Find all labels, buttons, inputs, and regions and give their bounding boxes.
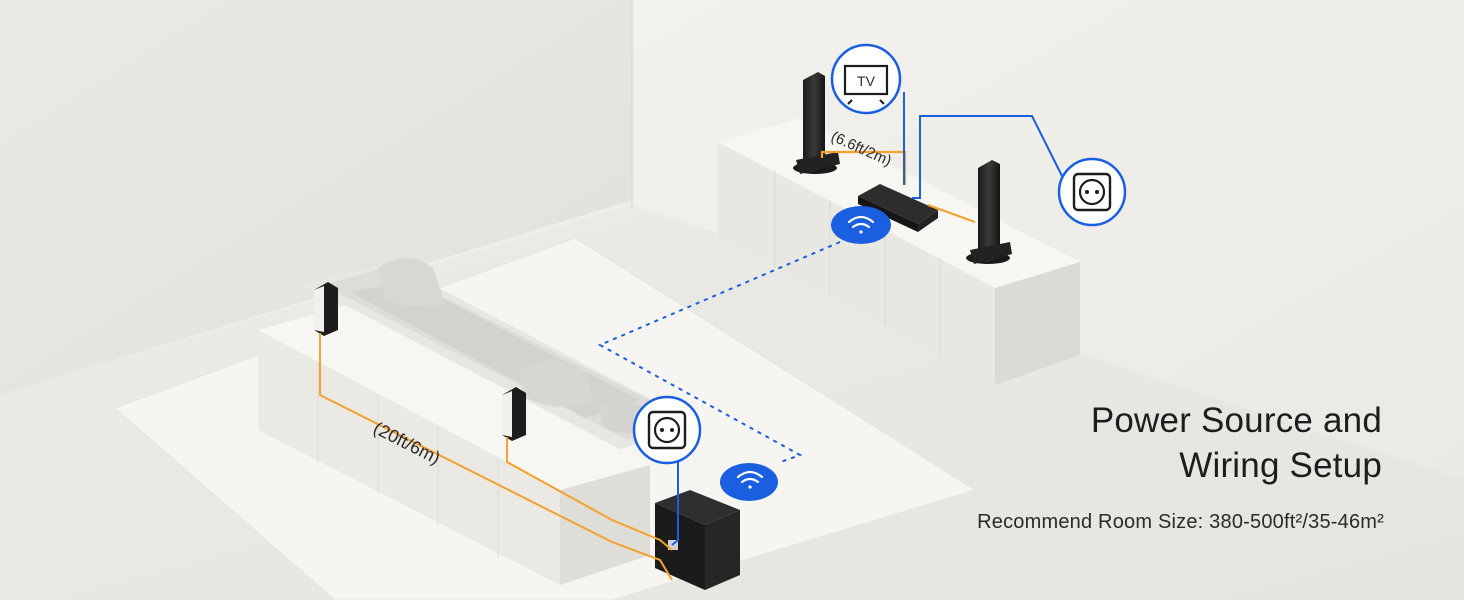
front-power-outlet-callout (1057, 157, 1127, 227)
front-right-speaker (966, 160, 1012, 264)
rear-wireless-signal-icon (736, 470, 764, 489)
rear-right-orange-cable (506, 437, 673, 551)
heading-line-2: Wiring Setup (1179, 446, 1382, 485)
wireless-signal-icon (847, 215, 875, 234)
rear-left-speaker (314, 282, 338, 336)
rear-wireless-badge (720, 463, 778, 501)
power-outlet-icon (1072, 172, 1112, 212)
front-wireless-badge (831, 206, 891, 244)
right-wall (632, 0, 1464, 480)
tv-icon-text: TV (857, 73, 876, 89)
rear-power-blue-cable (671, 458, 679, 546)
room-size-note: Recommend Room Size: 380-500ft²/35-46m² (977, 511, 1384, 533)
sofa-console (258, 305, 650, 585)
rear-left-orange-cable (319, 333, 673, 581)
rear-power-outlet-callout (632, 395, 702, 465)
front-right-orange-cable (927, 203, 976, 224)
rear-power-outlet-icon (647, 410, 687, 450)
power-blue-cable (912, 115, 1065, 199)
sofa (300, 258, 700, 452)
page-heading: Power Source and Wiring Setup (1091, 398, 1382, 488)
rear-right-speaker (502, 387, 526, 441)
heading-line-1: Power Source and (1090, 401, 1382, 440)
left-wall (0, 0, 632, 395)
soundbar-hub (858, 184, 938, 232)
tv-icon (843, 64, 889, 96)
tv-callout: TV (830, 43, 902, 115)
front-left-speaker (793, 72, 840, 174)
